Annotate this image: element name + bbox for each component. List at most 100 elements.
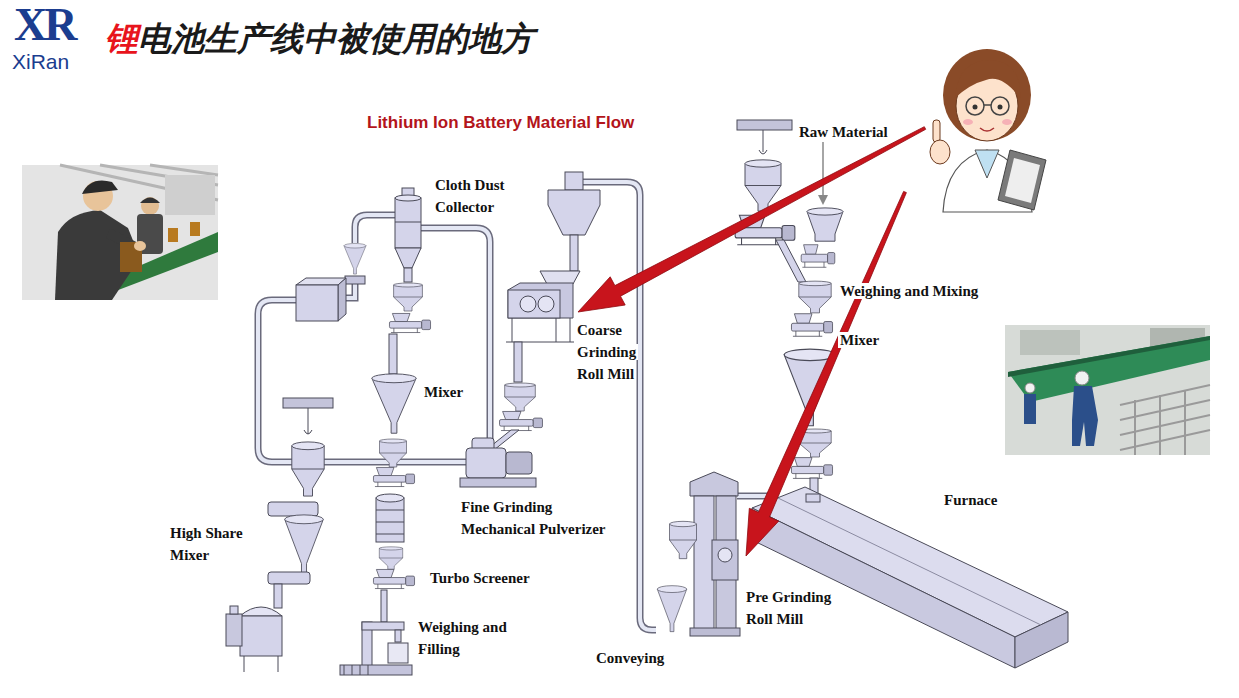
- equipment-part: [565, 172, 583, 190]
- worker-photo-part: [134, 241, 146, 251]
- equipment-label: Conveying: [594, 650, 666, 666]
- page-title: 锂电池生产线中被使用的地方: [105, 18, 534, 60]
- equipment-part: [694, 496, 714, 632]
- pipe-outline-part: [583, 182, 656, 630]
- flow-subtitle: Lithium Ion Battery Material Flow: [365, 113, 636, 132]
- callout-arrow-part: [746, 191, 906, 556]
- equipment-part: [466, 448, 506, 478]
- presenter-cartoon-part: [930, 140, 950, 164]
- equipment: [226, 120, 1068, 675]
- presenter-cartoon-part: [966, 97, 984, 115]
- equipment-part: [1015, 612, 1068, 668]
- presenter-cartoon-part: [955, 60, 1020, 98]
- equipment-label: Cloth Dust Collector: [433, 177, 507, 215]
- equipment-part: [801, 245, 835, 268]
- equipment-part: [274, 584, 282, 608]
- equipment-part: [690, 628, 740, 636]
- worker-photo-part: [140, 198, 160, 204]
- equipment-part: [776, 240, 806, 282]
- equipment-part: [389, 334, 397, 374]
- equipment-part: [380, 439, 407, 467]
- equipment-label: Raw Material: [797, 124, 890, 140]
- label-anchor: Mixer: [422, 381, 465, 403]
- presenter-cartoon-part: [943, 49, 1031, 141]
- pipe-outline-part: [355, 215, 395, 243]
- equipment-part: [791, 458, 832, 479]
- presenter-cartoon-part: [991, 97, 1009, 115]
- callout-arrow: [578, 127, 926, 556]
- pipe-inner-part: [355, 215, 395, 243]
- equipment-part: [304, 430, 312, 434]
- worker-photo-part: [168, 228, 178, 242]
- label-anchor: Weighing and Mixing: [838, 280, 980, 302]
- label-anchor: Weighing and Filling: [416, 616, 528, 660]
- worker-photo-part: [82, 181, 118, 195]
- equipment-part: [395, 248, 421, 268]
- equipment-part: [500, 411, 543, 430]
- equipment-part: [283, 398, 333, 408]
- pipe-inner-part: [421, 228, 490, 446]
- equipment-part: [373, 467, 414, 486]
- equipment-label: Furnace: [942, 492, 999, 508]
- equipment-part: [806, 494, 820, 502]
- line-photo-part: [1025, 383, 1035, 393]
- equipment-part: [340, 665, 412, 675]
- equipment-label: Coarse Grinding Roll Mill: [575, 322, 638, 382]
- equipment-part: [818, 195, 828, 205]
- equipment-part: [395, 198, 421, 248]
- equipment-part: [538, 296, 554, 312]
- worker-photo: [22, 165, 218, 300]
- presenter-cartoon-part: [1005, 158, 1040, 203]
- equipment-part: [404, 268, 412, 282]
- equipment-part: [240, 607, 282, 616]
- equipment-label: Weighing and Filling: [416, 619, 509, 657]
- label-anchor: Fine Grinding Mechanical Pulverizer: [459, 496, 617, 540]
- pipe-inner-part: [583, 182, 656, 630]
- label-anchor: 锂电池生产线中被使用的地方: [105, 18, 534, 60]
- equipment-part: [520, 296, 536, 312]
- presenter-cartoon-part: [984, 104, 991, 106]
- equipment-part: [381, 590, 387, 622]
- equipment-part: [791, 314, 832, 337]
- equipment-part: [460, 478, 536, 487]
- label-anchor: XR: [14, 0, 74, 50]
- line-photo-part: [1075, 371, 1089, 385]
- equipment-part: [230, 606, 238, 614]
- equipment-part: [226, 614, 242, 646]
- presenter-cartoon-part: [933, 120, 940, 142]
- equipment-part: [395, 195, 421, 201]
- line-photo-part: [1005, 325, 1210, 455]
- presenter-cartoon: [930, 49, 1046, 212]
- presenter-cartoon-part: [998, 150, 1046, 210]
- equipment-part: [799, 281, 831, 313]
- equipment-part: [395, 222, 421, 223]
- line-photo-part: [1020, 330, 1080, 355]
- equipment-part: [718, 548, 732, 562]
- equipment-part: [362, 622, 404, 630]
- label-anchor: Furnace: [942, 489, 999, 511]
- equipment-part: [395, 630, 401, 642]
- equipment-label: Weighing and Mixing: [838, 283, 980, 299]
- equipment-part: [759, 150, 767, 154]
- label-anchor: Cloth Dust Collector: [433, 174, 525, 218]
- equipment-part: [292, 442, 324, 496]
- equipment-part: [268, 502, 318, 516]
- equipment-part: [376, 510, 404, 534]
- equipment-label: High Share Mixer: [168, 525, 245, 563]
- label-anchor: Conveying: [594, 647, 666, 669]
- worker-photo-part: [165, 175, 215, 215]
- equipment-part: [372, 374, 416, 433]
- equipment-part: [268, 572, 310, 584]
- presenter-cartoon-part: [998, 105, 1003, 110]
- equipment-part: [763, 130, 764, 152]
- equipment-label: Pre Grinding Roll Mill: [744, 589, 833, 627]
- pipe-inner-part: [258, 300, 468, 462]
- equipment-part: [285, 515, 324, 574]
- line-photo: [1005, 325, 1210, 455]
- equipment-part: [540, 271, 580, 284]
- line-photo-part: [1024, 394, 1036, 424]
- equipment-part: [514, 342, 522, 382]
- equipment-label: Mixer: [838, 332, 881, 348]
- equipment-part: [338, 278, 346, 321]
